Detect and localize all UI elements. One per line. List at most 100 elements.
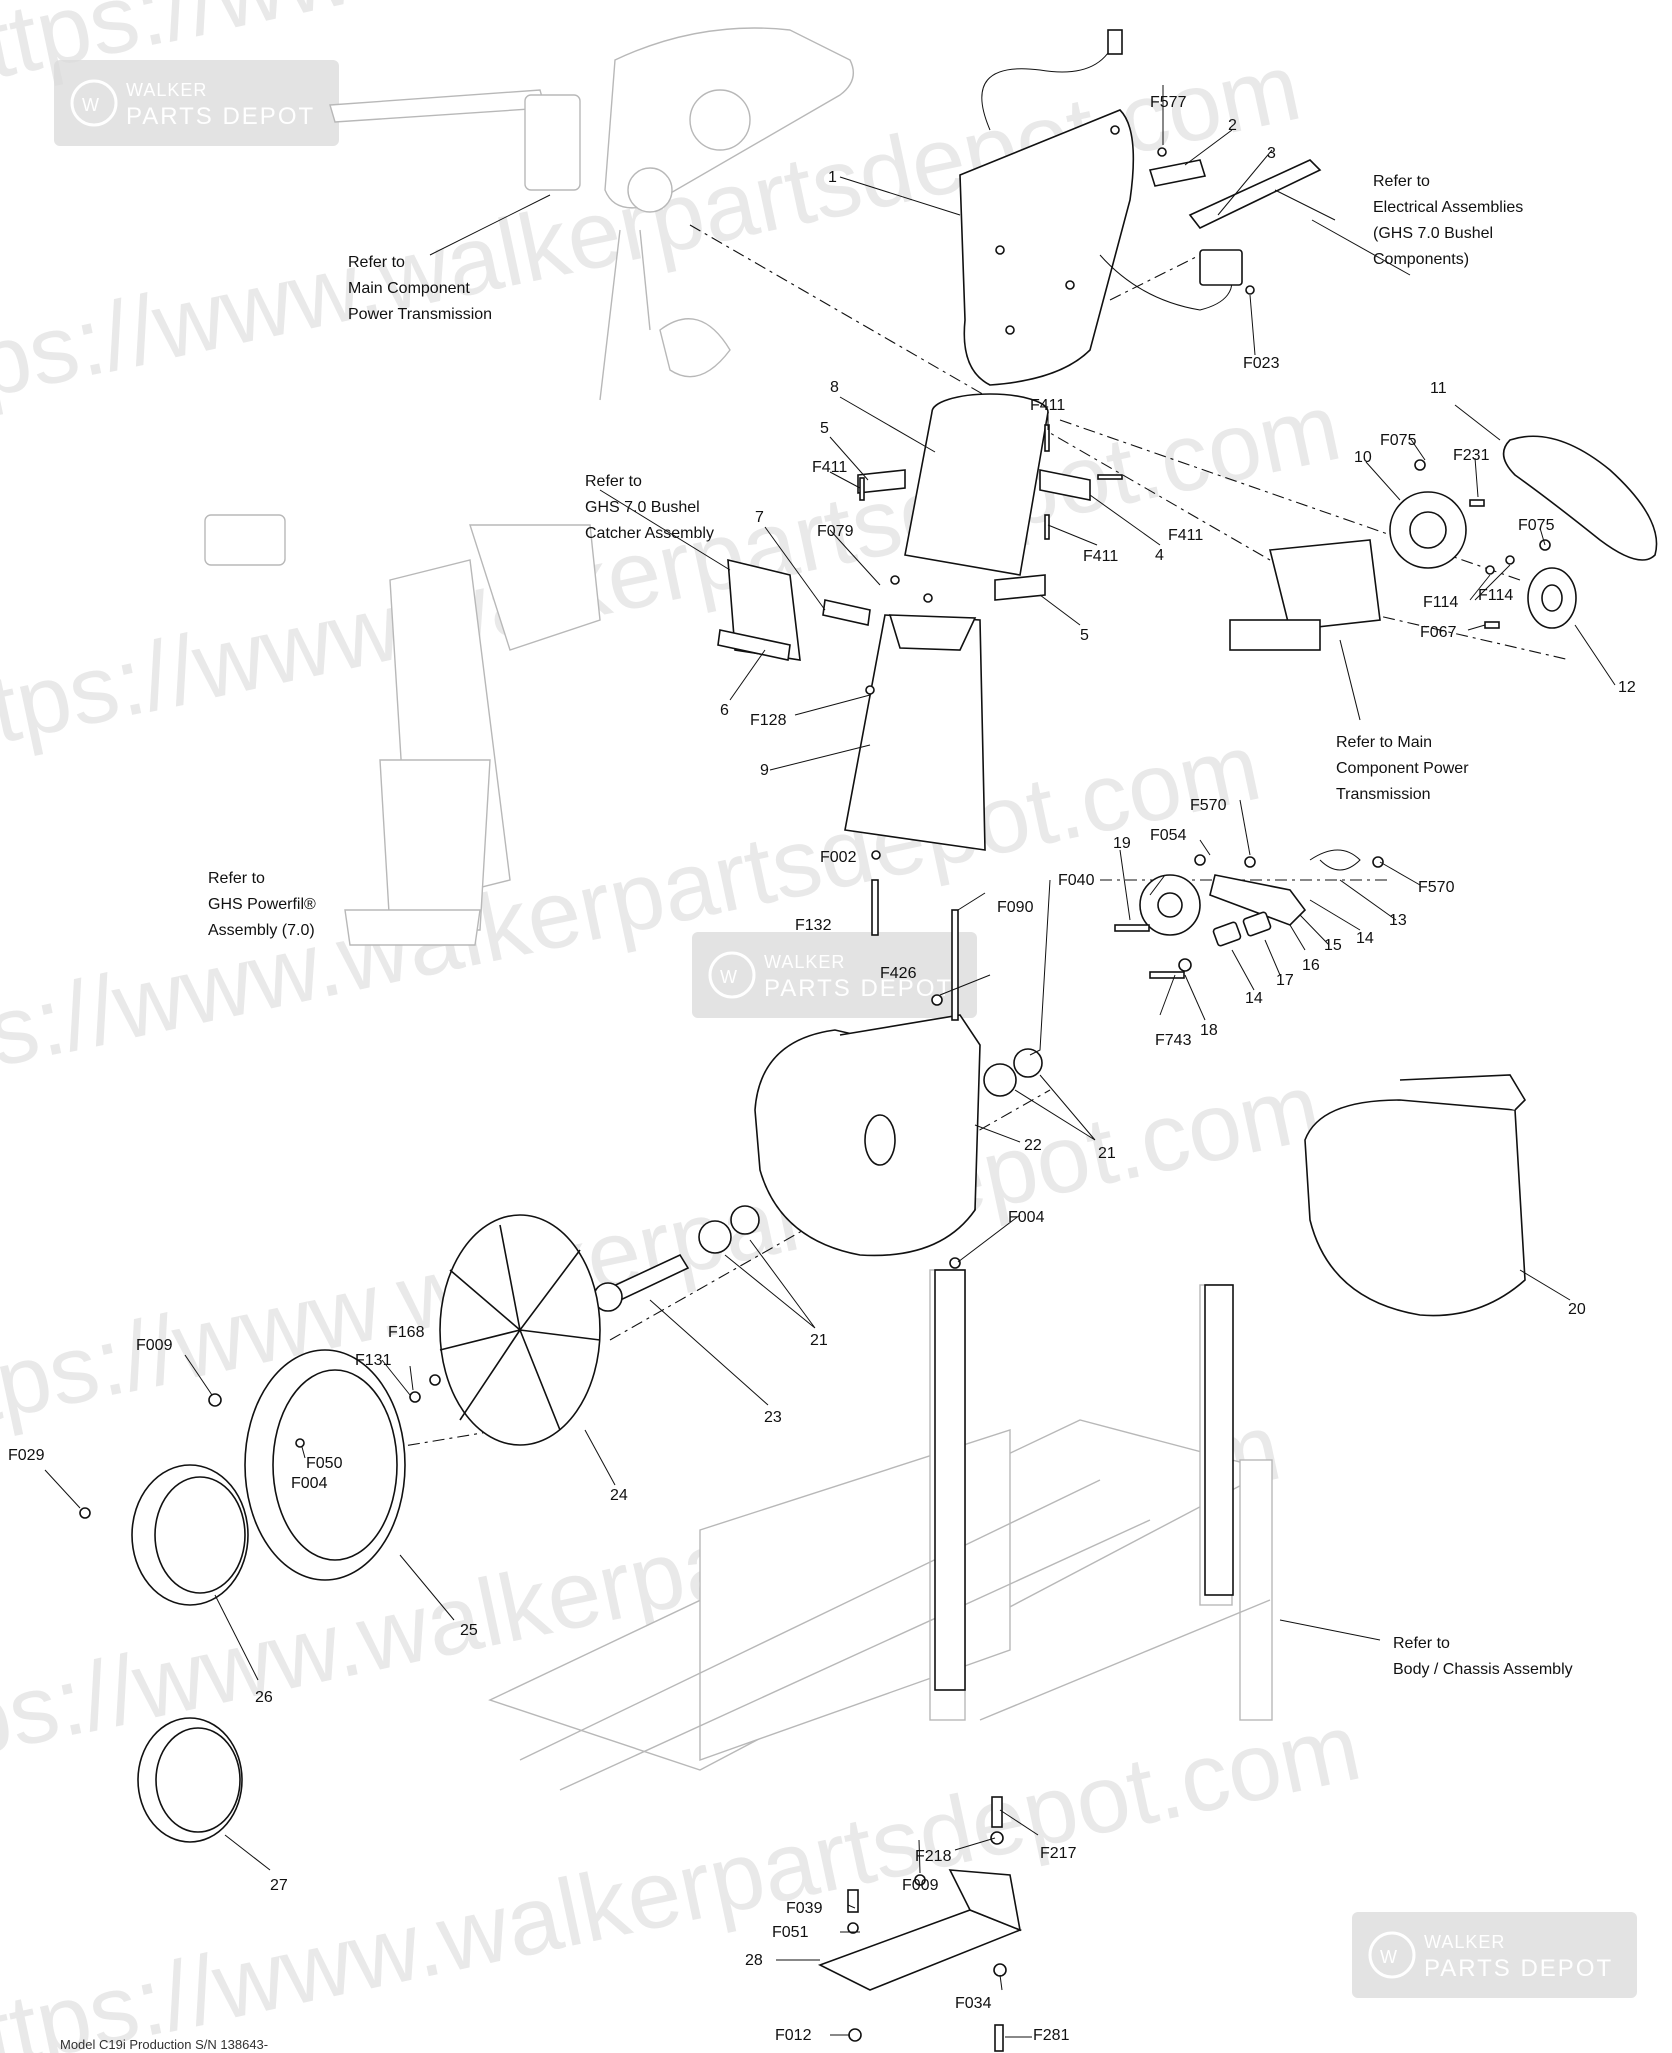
- callout-label: F051: [772, 1924, 809, 1941]
- callout-label: F040: [1058, 872, 1095, 889]
- logo-monogram-icon: W: [720, 967, 738, 987]
- callout-label: F079: [817, 523, 854, 540]
- reference-note-line: Body / Chassis Assembly: [1393, 1661, 1573, 1678]
- logo-line1: WALKER: [764, 952, 845, 972]
- impeller-part-24: [439, 1214, 601, 1446]
- strap-part-6: [717, 629, 791, 661]
- callout-label: F090: [997, 899, 1034, 916]
- callout-label: F004: [291, 1475, 328, 1492]
- discharge-chute-part-1: [959, 109, 1135, 386]
- callout-label: 6: [720, 702, 729, 719]
- callout-label: F034: [955, 1995, 992, 2012]
- callout-label: 2: [1228, 117, 1237, 134]
- walker-logo-badge: W WALKER PARTS DEPOT: [692, 932, 977, 1018]
- callout-label: F114: [1423, 594, 1458, 611]
- hardware-fasteners: [79, 147, 1551, 2052]
- callout-label: 21: [810, 1332, 828, 1349]
- callout-label: F411: [1083, 548, 1118, 565]
- idler-pulley-part-19: [1139, 874, 1201, 936]
- leader-lines: [44, 85, 1616, 2038]
- reference-note-line: Electrical Assemblies: [1373, 199, 1523, 216]
- impeller-shaft-part-23: [593, 1253, 690, 1312]
- callout-label: 14: [1356, 930, 1374, 947]
- callout-label: 25: [460, 1622, 478, 1639]
- reference-note-line: Power Transmission: [348, 306, 492, 323]
- reference-note-line: Refer to Main: [1336, 734, 1432, 751]
- spacers-part-14-17: [1212, 911, 1272, 947]
- callout-label: F218: [915, 1848, 952, 1865]
- callout-label: F029: [8, 1447, 45, 1464]
- callout-label: 28: [745, 1952, 763, 1969]
- callout-label: 15: [1324, 937, 1342, 954]
- callout-label: F075: [1380, 432, 1417, 449]
- callout-label: 10: [1354, 449, 1372, 466]
- reference-note-line: Catcher Assembly: [585, 525, 714, 542]
- blower-assembly-part-20: [1304, 1074, 1527, 1317]
- callout-label: 19: [1113, 835, 1131, 852]
- logo-monogram-icon: W: [82, 95, 100, 115]
- watermark-text: https://www.walkerpartsdepot.com: [0, 1053, 1329, 1461]
- callout-label: 20: [1568, 1301, 1586, 1318]
- belt-part-11: [1502, 435, 1658, 561]
- inlet-ring-part-26: [131, 1464, 249, 1606]
- bracket-part-4: [1039, 469, 1091, 501]
- callout-labels: 1 2 3 F577 F023 4 5 5 6 7 8 9 10 11 12 1…: [8, 94, 1636, 2044]
- callout-label: F570: [1190, 797, 1227, 814]
- upper-chute-part-8: [904, 393, 1049, 576]
- callout-label: 17: [1276, 972, 1294, 989]
- reference-note-line: Assembly (7.0): [208, 922, 315, 939]
- vertical-support-part: [934, 1269, 1234, 1691]
- logo-line2: PARTS DEPOT: [1424, 1955, 1613, 1982]
- logo-line2: PARTS DEPOT: [126, 103, 315, 130]
- callout-label: F009: [136, 1337, 173, 1354]
- callout-label: F114: [1478, 587, 1513, 604]
- gearbox-reference: [1229, 539, 1381, 651]
- callout-label: 12: [1618, 679, 1636, 696]
- reference-note-line: Components): [1373, 251, 1469, 268]
- callout-label: 21: [1098, 1145, 1116, 1162]
- reference-note-line: Transmission: [1336, 786, 1431, 803]
- callout-label: F054: [1150, 827, 1187, 844]
- bearings-part-21: [698, 1048, 1043, 1254]
- walker-logo-badge: W WALKER PARTS DEPOT: [54, 60, 339, 146]
- callout-label: 22: [1024, 1137, 1042, 1154]
- reference-note-line: Component Power: [1336, 760, 1469, 777]
- callout-label: F411: [812, 459, 847, 476]
- logo-line1: WALKER: [126, 80, 207, 100]
- logo-line1: WALKER: [1424, 1932, 1505, 1952]
- reference-note-line: Refer to: [1373, 173, 1430, 190]
- callout-label: F411: [1030, 397, 1065, 414]
- callout-label: 5: [820, 420, 829, 437]
- callout-label: F281: [1033, 2027, 1070, 2044]
- callout-label: 5: [1080, 627, 1089, 644]
- callout-label: 26: [255, 1689, 273, 1706]
- callout-label: F039: [786, 1900, 823, 1917]
- walker-logo-badge: W WALKER PARTS DEPOT: [1352, 1912, 1637, 1998]
- callout-label: F411: [1168, 527, 1203, 544]
- footer-model-text: Model C19i Production S/N 138643-: [60, 2037, 268, 2052]
- callout-label: 1: [828, 169, 837, 186]
- callout-label: F577: [1150, 94, 1187, 111]
- reference-note-electrical: Refer to Electrical Assemblies (GHS 7.0 …: [1373, 173, 1523, 268]
- callout-label: 11: [1430, 380, 1447, 397]
- reference-note-line: GHS 7.0 Bushel: [585, 499, 700, 516]
- pulley-part-12: [1527, 567, 1577, 629]
- logo-line2: PARTS DEPOT: [764, 975, 953, 1002]
- chassis-reference-drawing: [488, 1269, 1273, 1791]
- chute-switch-wire-part: [981, 29, 1233, 311]
- reference-note-line: Main Component: [348, 280, 470, 297]
- callout-label: 16: [1302, 957, 1320, 974]
- housing-cover-part-25: [244, 1349, 406, 1581]
- reference-note-main-component-2: Refer to Main Component Power Transmissi…: [1336, 734, 1469, 803]
- mount-bracket-part-28: [817, 1869, 1023, 1991]
- callout-label: 3: [1267, 145, 1276, 162]
- callout-label: F004: [1008, 1209, 1045, 1226]
- callout-label: F426: [880, 965, 917, 982]
- callout-label: F009: [902, 1877, 939, 1894]
- reference-note-line: (GHS 7.0 Bushel: [1373, 225, 1493, 242]
- callout-label: F743: [1155, 1032, 1192, 1049]
- callout-label: 18: [1200, 1022, 1218, 1039]
- callout-label: 8: [830, 379, 839, 396]
- power-transmission-reference-drawing: [329, 27, 854, 401]
